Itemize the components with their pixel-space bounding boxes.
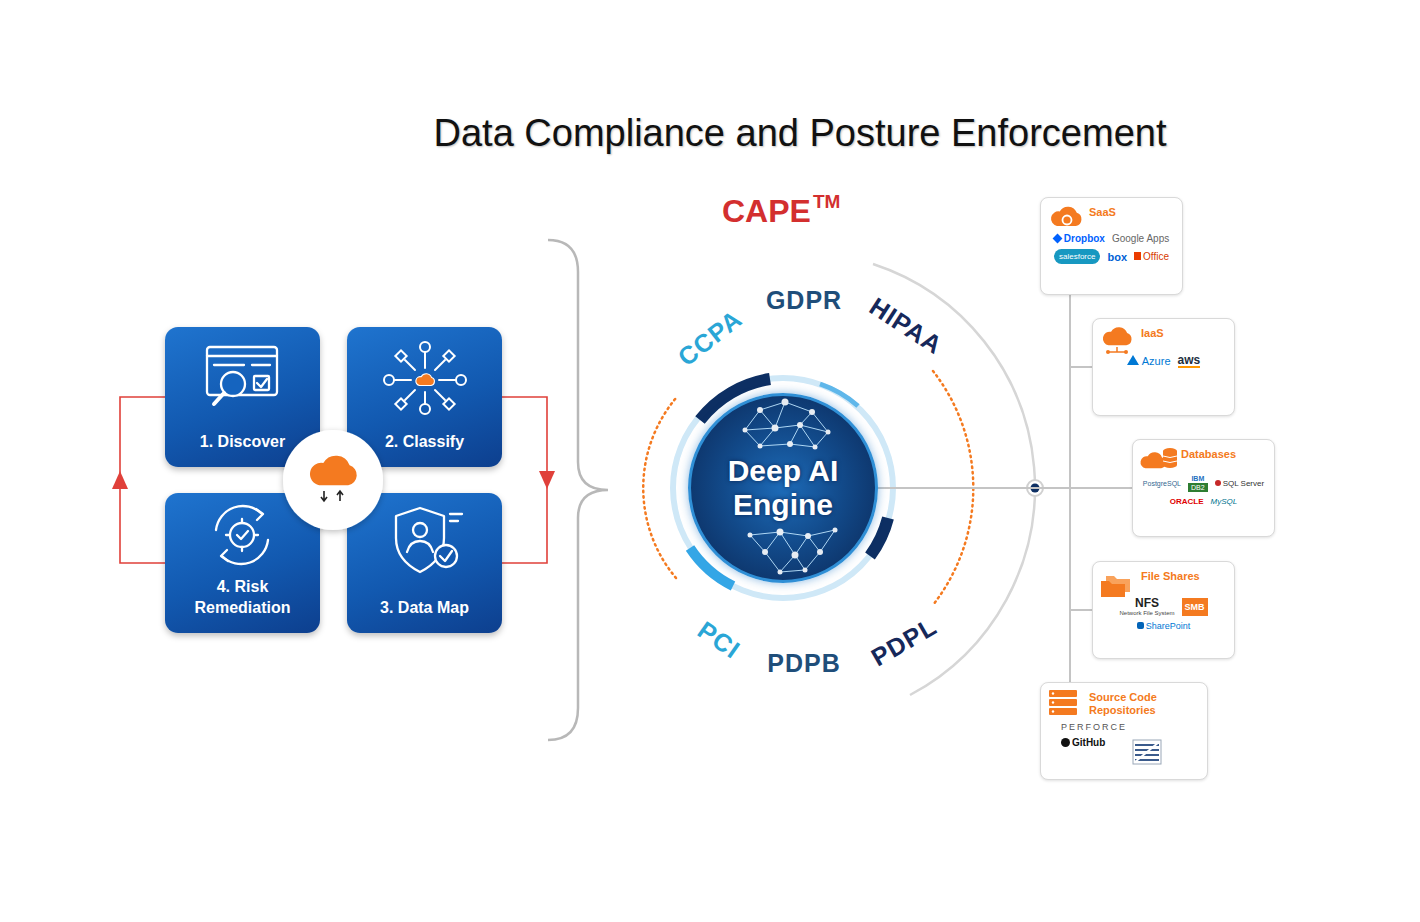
product-logo: salesforce (1054, 249, 1100, 264)
source-box: DatabasesPostgreSQL IBMDB2 SQL ServerORACL… (1132, 439, 1275, 537)
category-heading: File Shares (1101, 570, 1226, 592)
discover-icon (207, 347, 277, 404)
category-heading: Source Code Repositories (1049, 691, 1199, 717)
step-label: 4. Risk Remediation (171, 577, 314, 619)
regulation-label: GDPR (766, 286, 842, 315)
process-box: 3. Data Map (347, 493, 502, 633)
diagram-title: Data Compliance and Posture Enforcement (0, 112, 1420, 155)
repository-logo (1133, 740, 1161, 764)
product-logo: SMB (1182, 598, 1208, 616)
source-box: File SharesNFSNetwork File System SMB Shar… (1092, 561, 1235, 659)
product-logo: PostgreSQL (1143, 480, 1181, 487)
product-logo: Network File System (1119, 610, 1174, 616)
product-logo: PERFORCE (1061, 722, 1127, 732)
product-logo: NFS (1135, 597, 1159, 609)
source-box: Source Code RepositoriesPERFORCE GitHub (1040, 682, 1208, 780)
cloud-badge (283, 430, 383, 530)
repository-icon (1049, 690, 1077, 715)
engine-ring (673, 378, 893, 598)
product-logo: Dropbox (1054, 233, 1105, 244)
arrowhead (539, 471, 555, 489)
classify-icon (384, 342, 466, 414)
ring-segment (870, 518, 888, 556)
category-heading: SaaS (1049, 206, 1174, 228)
source-box: IaaS Azure aws (1092, 318, 1235, 416)
product-logo: Office (1134, 251, 1169, 262)
regulation-label: PDPL (866, 612, 942, 672)
category-heading: IaaS (1101, 327, 1226, 349)
product-logo: Azure (1127, 355, 1171, 367)
product-logo: ORACLE (1170, 497, 1204, 506)
product-logo: IBM (1191, 475, 1204, 482)
database-icon (1141, 448, 1177, 468)
iaas-icon (1103, 327, 1132, 354)
engine-label: Deep AI Engine (708, 454, 858, 523)
neural-network (743, 399, 838, 575)
arrowhead (112, 471, 128, 489)
curly-brace (548, 240, 608, 740)
category-heading: Databases (1141, 448, 1266, 470)
connector (120, 397, 165, 563)
file-share-icon (1101, 576, 1130, 597)
product-logo: SQL Server (1215, 479, 1265, 488)
product-name: TM (813, 191, 840, 213)
remediation-icon (216, 506, 268, 564)
product-logo: SharePoint (1137, 621, 1191, 631)
product-logo: DB2 (1188, 483, 1208, 492)
step-label: 2. Classify (385, 432, 464, 453)
product-logo: Google Apps (1112, 233, 1169, 244)
step-label: 3. Data Map (380, 598, 469, 619)
product-logo: MySQL (1211, 497, 1238, 506)
connector (878, 367, 1092, 488)
step-label: 1. Discover (200, 432, 285, 453)
regulation-label: HIPAA (864, 292, 948, 360)
product-logo: box (1107, 251, 1127, 263)
regulation-label: PCI (692, 615, 745, 664)
connector (878, 488, 1092, 610)
engine-circle: Deep AI Engine (688, 393, 878, 583)
source-box: SaaS Dropbox Google Apps salesforce box Offic… (1040, 197, 1183, 295)
regulation-label: CCPA (672, 304, 747, 372)
product-logo: GitHub (1061, 737, 1105, 748)
data-map-icon (396, 508, 462, 572)
product-logo: aws (1178, 354, 1201, 368)
regulation-label: PDPB (767, 649, 840, 678)
saas-icon (1051, 207, 1081, 226)
connector (502, 397, 547, 563)
product-name: CAPE (722, 193, 811, 230)
